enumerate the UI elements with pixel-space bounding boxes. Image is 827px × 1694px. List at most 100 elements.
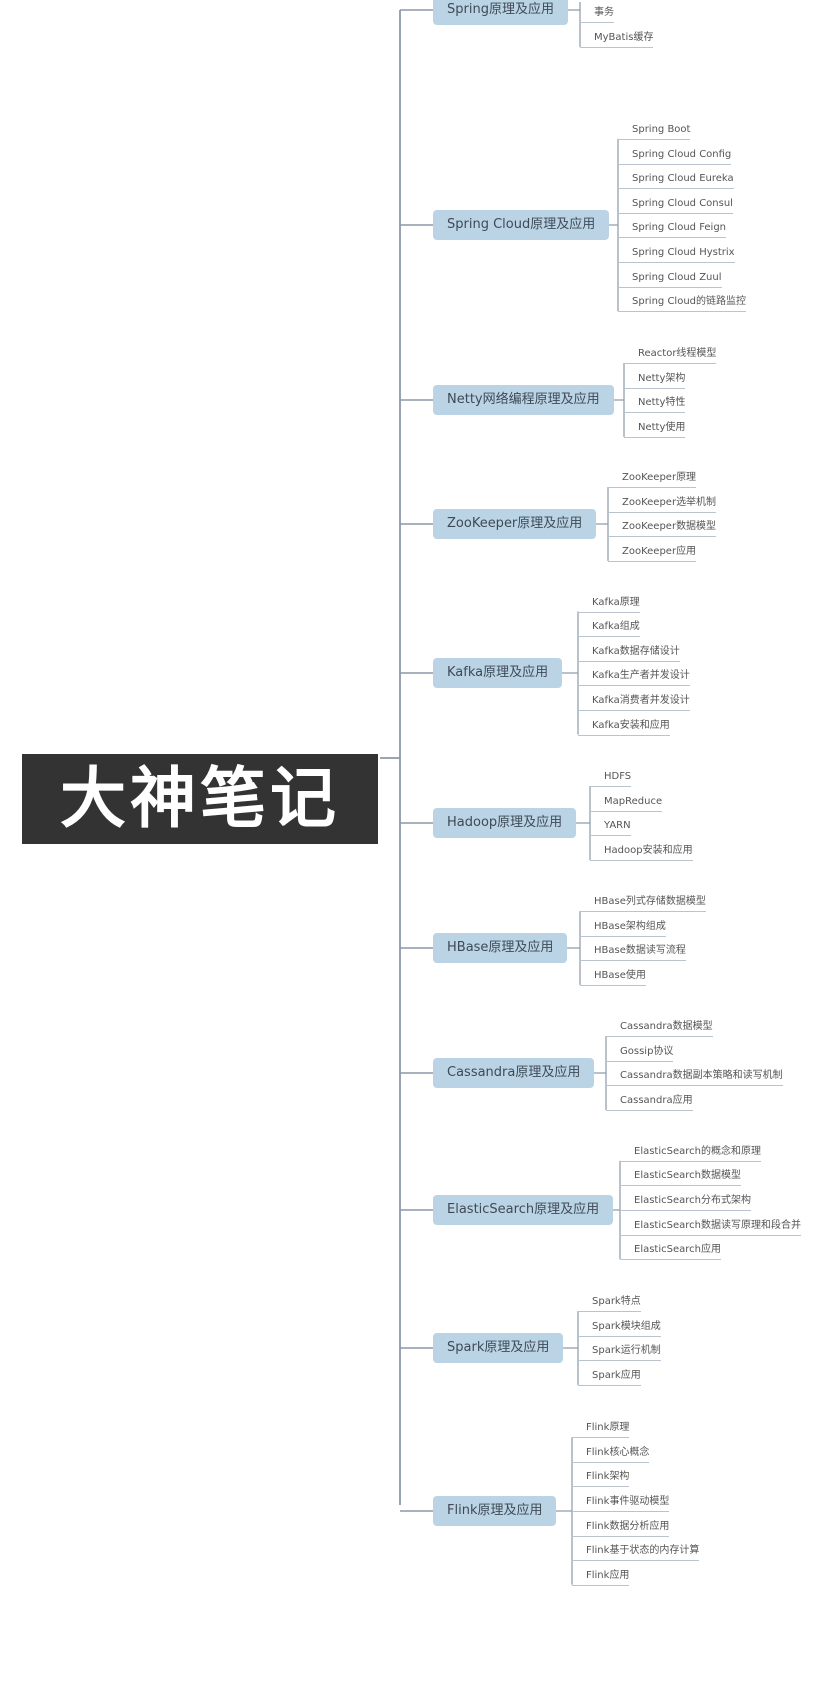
leaf-topic[interactable]: MyBatis缓存: [594, 31, 654, 43]
leaf-underline: [618, 311, 746, 313]
leaf-topic[interactable]: Spring Cloud Consul: [632, 197, 733, 209]
leaf-underline: [578, 1360, 661, 1362]
leaf-topic[interactable]: HBase使用: [594, 969, 646, 981]
leaf-underline: [608, 560, 696, 562]
leaf-underline: [620, 1210, 751, 1211]
leaf-topic[interactable]: ZooKeeper原理: [622, 472, 697, 484]
leaf-underline: [578, 685, 690, 687]
leaf-topic[interactable]: YARN: [604, 820, 631, 832]
leaf-topic[interactable]: Cassandra数据副本策略和读写机制: [620, 1070, 783, 1082]
leaf-underline: [618, 286, 722, 288]
leaf-underline: [590, 786, 631, 788]
leaf-topic[interactable]: Spring Cloud Feign: [632, 222, 727, 234]
leaf-topic[interactable]: Spring Cloud Config: [632, 148, 732, 160]
leaf-underline: [608, 511, 716, 513]
leaf-underline: [606, 1060, 673, 1062]
leaf-underline: [578, 660, 680, 662]
leaf-topic[interactable]: ZooKeeper选举机制: [622, 496, 717, 508]
leaf-topic[interactable]: Spark特点: [592, 1296, 641, 1308]
branch-node[interactable]: Flink原理及应用: [433, 1496, 557, 1526]
leaf-topic[interactable]: Spring Cloud Eureka: [632, 173, 734, 185]
leaf-underline: [580, 911, 706, 913]
leaf-topic[interactable]: Kafka消费者并发设计: [592, 694, 690, 706]
leaf-underline: [572, 1511, 669, 1512]
leaf-underline: [618, 237, 726, 239]
leaf-topic[interactable]: HBase架构组成: [594, 920, 666, 932]
leaf-topic[interactable]: Netty架构: [638, 372, 686, 384]
leaf-underline: [620, 1259, 721, 1261]
leaf-topic[interactable]: HBase列式存储数据模型: [594, 896, 706, 908]
leaf-underline: [578, 1311, 641, 1313]
leaf-topic[interactable]: Cassandra应用: [620, 1094, 693, 1106]
branch-node[interactable]: Spark原理及应用: [433, 1333, 564, 1363]
leaf-topic[interactable]: Kafka安装和应用: [592, 719, 670, 731]
leaf-underline: [618, 163, 731, 165]
leaf-topic[interactable]: ElasticSearch应用: [634, 1244, 721, 1256]
leaf-topic[interactable]: ZooKeeper数据模型: [622, 521, 717, 533]
leaf-topic[interactable]: Flink核心概念: [586, 1446, 650, 1458]
leaf-topic[interactable]: Spark运行机制: [592, 1345, 661, 1357]
leaf-topic[interactable]: Spark应用: [592, 1369, 641, 1381]
leaf-topic[interactable]: Kafka数据存储设计: [592, 645, 680, 657]
leaf-topic[interactable]: Flink事件驱动模型: [586, 1496, 670, 1507]
branch-node[interactable]: Cassandra原理及应用: [433, 1058, 595, 1088]
branch-node[interactable]: Netty网络编程原理及应用: [433, 385, 614, 415]
leaf-topic[interactable]: Flink架构: [586, 1471, 630, 1483]
branch-node[interactable]: ZooKeeper原理及应用: [433, 509, 597, 539]
leaf-topic[interactable]: Reactor线程模型: [638, 348, 717, 360]
leaf-underline: [580, 22, 614, 24]
leaf-underline: [606, 1109, 693, 1111]
leaf-underline: [624, 436, 685, 438]
leaf-topic[interactable]: Netty使用: [638, 421, 686, 433]
leaf-underline: [624, 412, 685, 414]
leaf-topic[interactable]: ElasticSearch数据读写原理和段合并: [634, 1219, 801, 1231]
branch-node[interactable]: Spring Cloud原理及应用: [433, 210, 610, 240]
leaf-topic[interactable]: Flink数据分析应用: [586, 1520, 670, 1532]
leaf-underline: [590, 835, 631, 837]
leaf-topic[interactable]: Kafka原理: [592, 596, 640, 608]
leaf-topic[interactable]: Hadoop安装和应用: [604, 844, 693, 856]
leaf-topic[interactable]: Kafka生产者并发设计: [592, 670, 690, 682]
leaf-topic[interactable]: MapReduce: [604, 795, 663, 807]
leaf-underline: [580, 960, 686, 962]
leaf-underline: [578, 636, 640, 638]
leaf-underline: [620, 1160, 761, 1162]
leaf-underline: [618, 188, 734, 190]
leaf-topic[interactable]: Spring Cloud Hystrix: [632, 246, 735, 258]
leaf-underline: [608, 487, 696, 489]
leaf-underline: [578, 611, 640, 613]
leaf-topic[interactable]: Spring Boot: [632, 123, 691, 135]
leaf-topic[interactable]: ElasticSearch分布式架构: [634, 1195, 751, 1206]
branch-node[interactable]: HBase原理及应用: [433, 933, 568, 963]
leaf-topic[interactable]: Gossip协议: [620, 1045, 674, 1057]
leaf-topic[interactable]: HDFS: [604, 771, 632, 783]
leaf-underline: [590, 810, 662, 812]
leaf-underline: [618, 138, 690, 140]
leaf-topic[interactable]: Flink基于状态的内存计算: [586, 1545, 700, 1557]
branch-node[interactable]: Kafka原理及应用: [433, 658, 563, 688]
leaf-topic[interactable]: Netty特性: [638, 397, 686, 409]
leaf-topic[interactable]: Spring Cloud的链路监控: [632, 296, 747, 308]
leaf-topic[interactable]: ZooKeeper应用: [622, 545, 697, 557]
leaf-underline: [572, 1437, 629, 1439]
leaf-underline: [580, 935, 666, 937]
leaf-topic[interactable]: ElasticSearch数据模型: [634, 1170, 741, 1182]
central-title: 大神笔记: [22, 754, 378, 844]
leaf-underline: [572, 1560, 699, 1562]
leaf-topic[interactable]: Flink原理: [586, 1422, 630, 1434]
leaf-topic[interactable]: HBase数据读写流程: [594, 945, 686, 957]
leaf-topic[interactable]: Flink应用: [586, 1569, 630, 1581]
leaf-topic[interactable]: Spring Cloud Zuul: [632, 271, 722, 283]
leaf-topic[interactable]: Cassandra数据模型: [620, 1021, 713, 1033]
branch-node[interactable]: Hadoop原理及应用: [433, 808, 577, 838]
leaf-topic[interactable]: ElasticSearch的概念和原理: [634, 1145, 761, 1157]
leaf-underline: [578, 709, 690, 711]
leaf-topic[interactable]: 事务: [594, 7, 614, 19]
leaf-topic[interactable]: Spark模块组成: [592, 1320, 661, 1332]
leaf-topic[interactable]: Kafka组成: [592, 621, 640, 633]
branch-node[interactable]: ElasticSearch原理及应用: [433, 1195, 614, 1225]
leaf-underline: [624, 387, 685, 389]
branch-node[interactable]: Spring原理及应用: [433, 0, 568, 25]
